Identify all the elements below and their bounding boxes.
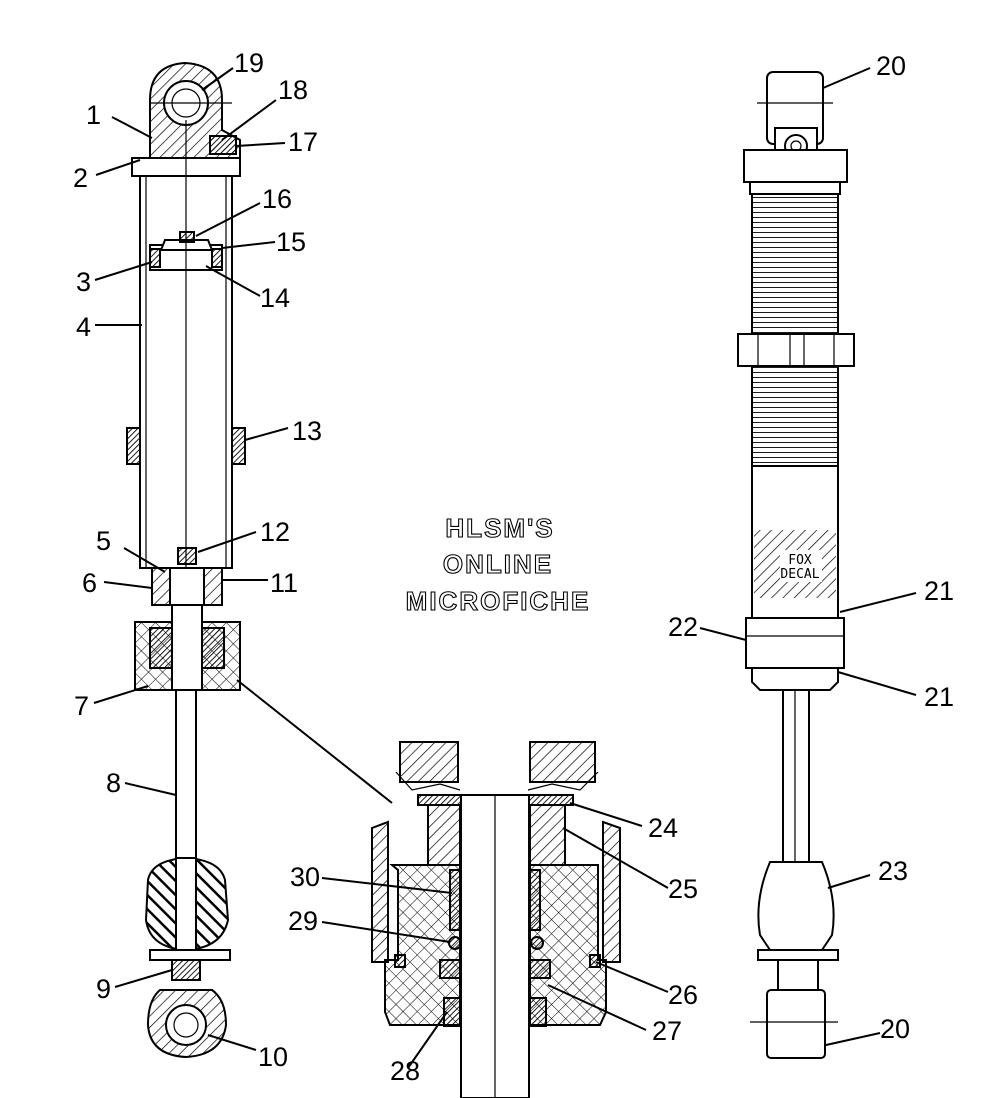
- callout-1: 1: [86, 100, 101, 130]
- callout-30: 30: [290, 862, 320, 892]
- callout-9: 9: [96, 974, 111, 1004]
- callout-21-lower: 21: [924, 682, 954, 712]
- callout-16: 16: [262, 184, 292, 214]
- callout-23: 23: [878, 856, 908, 886]
- callout-4: 4: [76, 312, 91, 342]
- callout-29: 29: [288, 906, 318, 936]
- callout-25: 25: [668, 874, 698, 904]
- callout-28: 28: [390, 1056, 420, 1086]
- callout-20-bottom: 20: [880, 1014, 910, 1044]
- callout-19: 19: [234, 48, 264, 78]
- callout-2: 2: [73, 163, 88, 193]
- watermark-line-1: HLSM'S: [445, 513, 554, 543]
- callout-24: 24: [648, 813, 678, 843]
- callout-22: 22: [668, 612, 698, 642]
- watermark: HLSM'S ONLINE MICROFICHE: [405, 512, 591, 616]
- watermark-line-2: ONLINE: [443, 549, 553, 579]
- leader-lines-left: [93, 67, 393, 1051]
- callout-14: 14: [260, 283, 290, 313]
- callout-10: 10: [258, 1042, 288, 1072]
- callout-8: 8: [106, 768, 121, 798]
- callout-26: 26: [668, 980, 698, 1010]
- callout-3: 3: [76, 267, 91, 297]
- leader-lines-right: [699, 67, 917, 1046]
- callout-5: 5: [96, 526, 111, 556]
- seal-head-detail: [371, 741, 621, 1098]
- callout-7: 7: [74, 691, 89, 721]
- decal-line-2: DECAL: [780, 567, 819, 582]
- callout-6: 6: [82, 568, 97, 598]
- callout-21-upper: 21: [924, 576, 954, 606]
- watermark-line-3: MICROFICHE: [406, 586, 591, 616]
- callout-18: 18: [278, 75, 308, 105]
- callout-13: 13: [292, 416, 322, 446]
- sectioned-shock: [126, 61, 246, 1059]
- callout-12: 12: [260, 517, 290, 547]
- callout-20-top: 20: [876, 51, 906, 81]
- external-shock: FOX DECAL: [737, 71, 855, 1059]
- decal-line-1: FOX: [788, 553, 812, 568]
- leader-lines-center: [321, 802, 669, 1069]
- callout-numbers: 1 2 3 4 5 6 7 8 9 10 11 12 13 14 15 16 1…: [73, 48, 954, 1086]
- callout-15: 15: [276, 227, 306, 257]
- callout-11: 11: [270, 568, 298, 598]
- callout-27: 27: [652, 1016, 682, 1046]
- callout-17: 17: [288, 127, 318, 157]
